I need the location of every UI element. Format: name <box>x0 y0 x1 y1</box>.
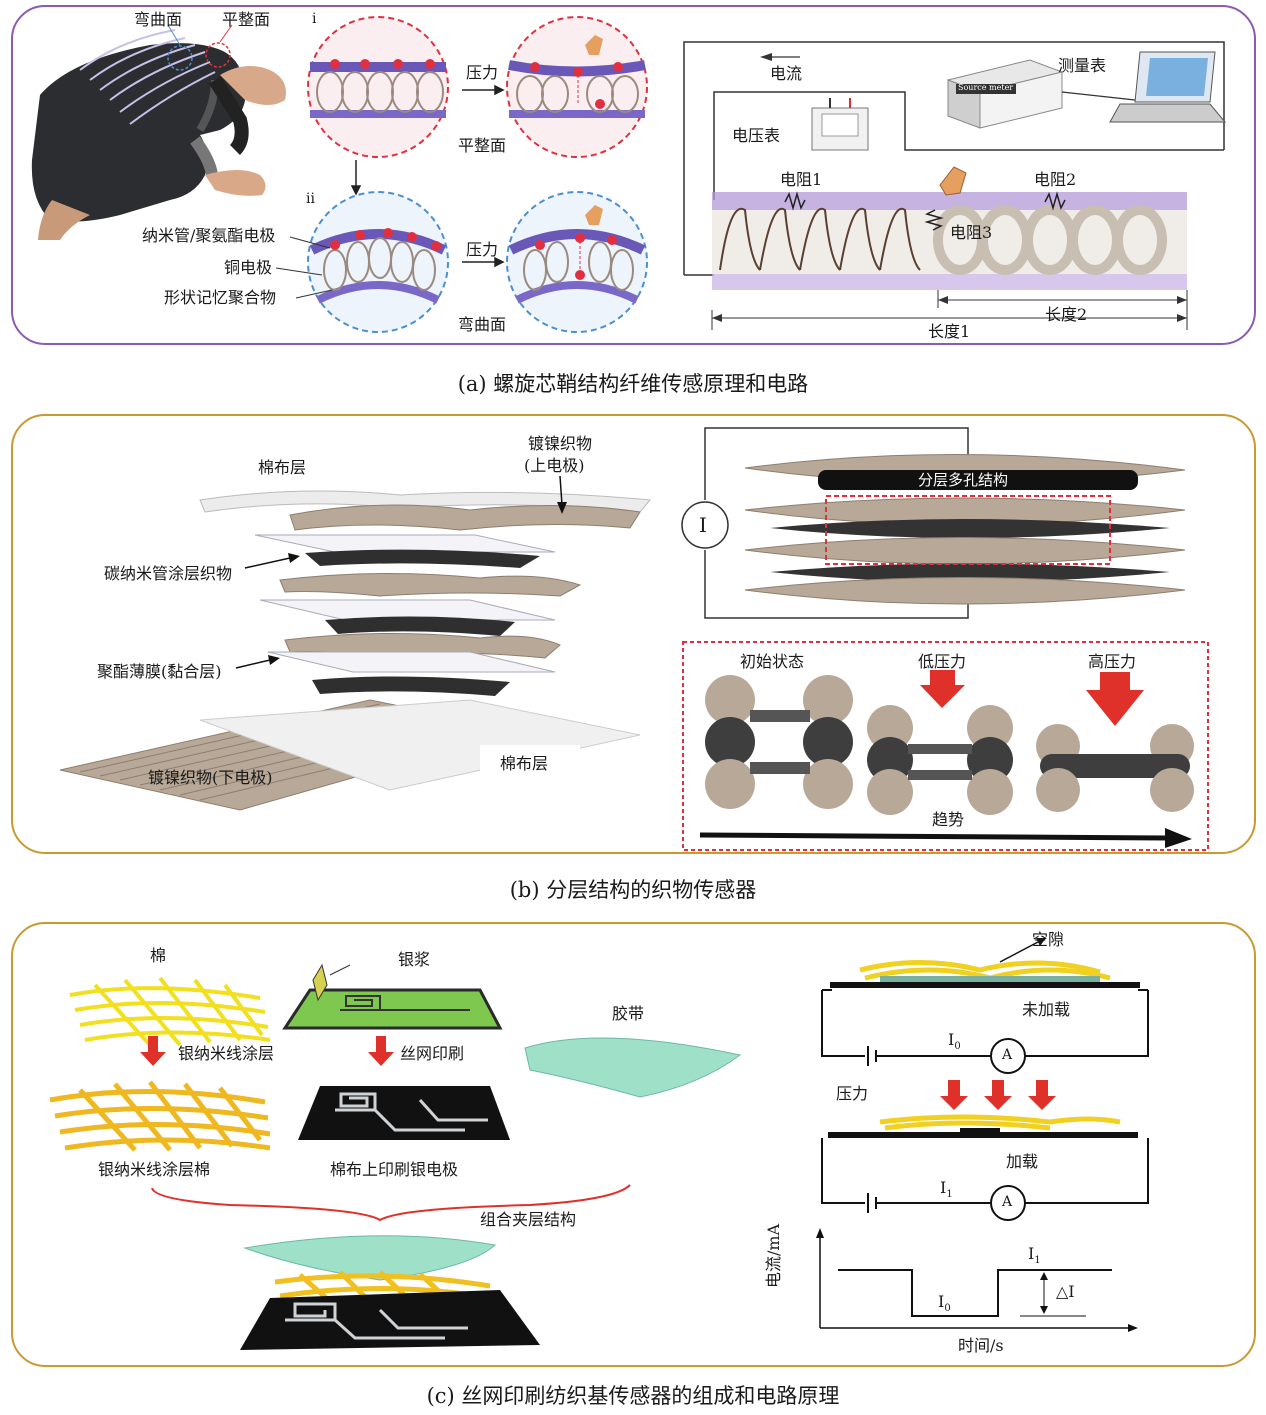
curved-surface-circle-2 <box>506 191 648 333</box>
label-loaded: 加载 <box>1006 1152 1039 1171</box>
label-voltmeter: 电压表 <box>732 126 781 145</box>
printed-electrode-fabric <box>298 1086 510 1140</box>
caption-panel-c: (c) 丝网印刷纺织基传感器的组成和电路原理 <box>426 1384 840 1408</box>
caption-panel-b: (b) 分层结构的织物传感器 <box>509 878 757 902</box>
label-nanotube-electrode: 纳米管/聚氨酯电极 <box>142 226 276 245</box>
label-tape: 胶带 <box>612 1004 645 1023</box>
agnw-cotton-mesh <box>49 1080 271 1152</box>
label-flat-surface: 平整面 <box>458 136 507 155</box>
label-shape-memory-polymer: 形状记忆聚合物 <box>164 288 277 307</box>
label-resistor-2: 电阻2 <box>1034 170 1077 189</box>
label-sandwich: 组合夹层结构 <box>480 1210 577 1229</box>
label-initial-state: 初始状态 <box>740 652 805 671</box>
label-i1-circuit: I1 <box>940 1178 953 1201</box>
label-screen-print: 丝网印刷 <box>400 1044 465 1063</box>
high-pressure-fiber <box>1036 672 1194 812</box>
label-flat-surface-top: 平整面 <box>222 10 271 29</box>
label-nickel-fabric-top-1: 镀镍织物 <box>528 434 593 453</box>
label-gap: 空隙 <box>1032 930 1065 949</box>
label-length-1: 长度1 <box>928 322 971 341</box>
layered-stack <box>59 475 651 811</box>
label-roman-ii: ii <box>306 191 315 207</box>
flat-surface-circle-1 <box>307 16 449 158</box>
label-pressure: 压力 <box>836 1084 869 1103</box>
label-trend: 趋势 <box>932 810 965 829</box>
process-red-arrows <box>140 1036 394 1066</box>
graph-ylabel: 电流/mA <box>764 1223 783 1288</box>
label-agnw-cotton: 银纳米线涂层棉 <box>98 1160 211 1179</box>
label-polyester-film: 聚酯薄膜(黏合层) <box>97 662 222 681</box>
ammeter-label-2: A <box>1002 1194 1013 1210</box>
graph-xlabel: 时间/s <box>958 1336 1004 1355</box>
fiber-circuit <box>683 41 1227 330</box>
loaded-circuit <box>821 1114 1149 1221</box>
label-current: 电流 <box>770 64 803 83</box>
pressure-red-arrows <box>940 1080 1056 1110</box>
label-source-meter: Source meter <box>958 83 1014 92</box>
label-silver-paste: 银浆 <box>398 950 431 969</box>
tape-sheet <box>524 1037 742 1098</box>
label-resistor-1: 电阻1 <box>780 170 823 189</box>
caption-panel-a: (a) 螺旋芯鞘结构纤维传感原理和电路 <box>457 372 809 396</box>
flat-surface-circle-2 <box>506 16 648 158</box>
label-delta-i: △I <box>1056 1282 1075 1301</box>
label-length-2: 长度2 <box>1045 305 1088 324</box>
label-i0-circuit: I0 <box>948 1030 961 1053</box>
label-nickel-fabric-bottom: 镀镍织物(下电极) <box>148 768 273 787</box>
label-i1-graph: I1 <box>1028 1244 1041 1267</box>
current-time-graph <box>816 1228 1138 1332</box>
label-pressure-2: 压力 <box>466 240 499 259</box>
label-printed-electrode: 棉布上印刷银电极 <box>330 1160 459 1179</box>
label-cotton-layer-bottom: 棉布层 <box>500 754 549 773</box>
label-copper-electrode: 铜电极 <box>224 258 273 277</box>
pressure-states-box <box>682 641 1209 851</box>
label-pressure-1: 压力 <box>466 63 499 82</box>
low-pressure-fiber <box>867 670 1013 815</box>
porous-structure-diagram <box>681 427 1186 619</box>
unloaded-circuit <box>821 938 1149 1074</box>
label-low-pressure: 低压力 <box>918 652 967 671</box>
process-arrows <box>350 84 505 268</box>
label-roman-i: i <box>312 11 317 27</box>
current-step-line <box>838 1269 1112 1317</box>
combine-brace <box>151 1184 631 1222</box>
silver-paste-board <box>282 963 503 1030</box>
label-i0-graph: I0 <box>938 1292 951 1315</box>
label-porous-structure: 分层多孔结构 <box>918 471 1009 489</box>
label-nickel-fabric-top-2: (上电极) <box>524 456 585 475</box>
label-resistor-3: 电阻3 <box>950 223 993 242</box>
label-curved-surface: 弯曲面 <box>458 315 507 334</box>
pointer-lines <box>275 236 333 299</box>
label-cnt-fabric: 碳纳米管涂层织物 <box>104 564 233 583</box>
label-unloaded: 未加载 <box>1022 1000 1071 1019</box>
label-cotton-layer-top: 棉布层 <box>258 458 307 477</box>
sandwich-structure <box>240 1235 540 1350</box>
glove-illustration <box>31 24 286 240</box>
current-meter-symbol: I <box>699 513 707 537</box>
cotton-mesh <box>69 976 271 1047</box>
label-curved-surface-top: 弯曲面 <box>134 10 183 29</box>
curved-surface-circle-1 <box>307 191 449 333</box>
ammeter-label-1: A <box>1002 1047 1013 1063</box>
label-agnw-coating: 银纳米线涂层 <box>178 1044 275 1063</box>
label-cotton: 棉 <box>150 946 167 965</box>
initial-state-fiber <box>705 675 853 809</box>
label-high-pressure: 高压力 <box>1088 652 1137 671</box>
label-meter: 测量表 <box>1058 56 1107 75</box>
